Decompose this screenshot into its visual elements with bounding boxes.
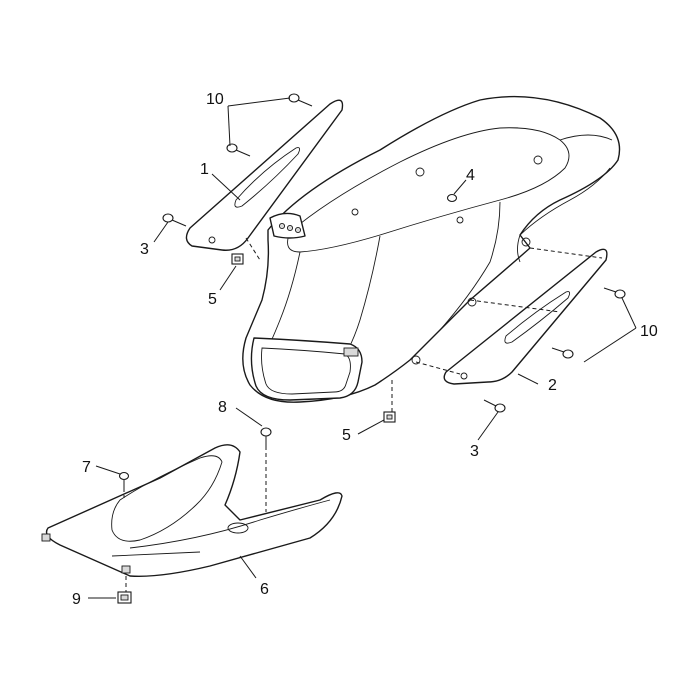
clip-5-bottom bbox=[383, 411, 396, 423]
lower-under-panel bbox=[41, 444, 343, 577]
right-side-panel bbox=[443, 248, 608, 385]
screw-10-right-upper bbox=[603, 287, 626, 299]
clip-5-left bbox=[231, 253, 244, 265]
callout-3-left: 3 bbox=[140, 241, 149, 258]
callout-5-left: 5 bbox=[208, 291, 217, 308]
callout-leaders bbox=[88, 97, 637, 599]
screw-4 bbox=[446, 193, 458, 203]
screw-8 bbox=[260, 427, 272, 446]
screw-7 bbox=[118, 471, 130, 488]
callout-8: 8 bbox=[218, 399, 227, 416]
callout-10-right: 10 bbox=[640, 323, 658, 340]
callout-3-right: 3 bbox=[470, 443, 479, 460]
left-side-panel bbox=[185, 99, 344, 251]
callout-6: 6 bbox=[260, 581, 269, 598]
screw-3-right bbox=[483, 399, 506, 413]
assembly-guide-lines bbox=[123, 237, 603, 592]
callout-10-top: 10 bbox=[206, 91, 224, 108]
callout-labels: 10 1 3 5 4 10 2 3 8 5 7 6 9 bbox=[72, 91, 658, 608]
callout-1: 1 bbox=[200, 161, 209, 178]
callout-2: 2 bbox=[548, 377, 557, 394]
rear-body-shell bbox=[242, 95, 621, 403]
callout-9: 9 bbox=[72, 591, 81, 608]
callout-4: 4 bbox=[466, 167, 475, 184]
callout-5-bottom: 5 bbox=[342, 427, 351, 444]
clip-9 bbox=[117, 591, 132, 604]
screw-10-top-upper bbox=[288, 93, 313, 107]
callout-7: 7 bbox=[82, 459, 91, 476]
screw-10-right-lower bbox=[551, 347, 574, 359]
